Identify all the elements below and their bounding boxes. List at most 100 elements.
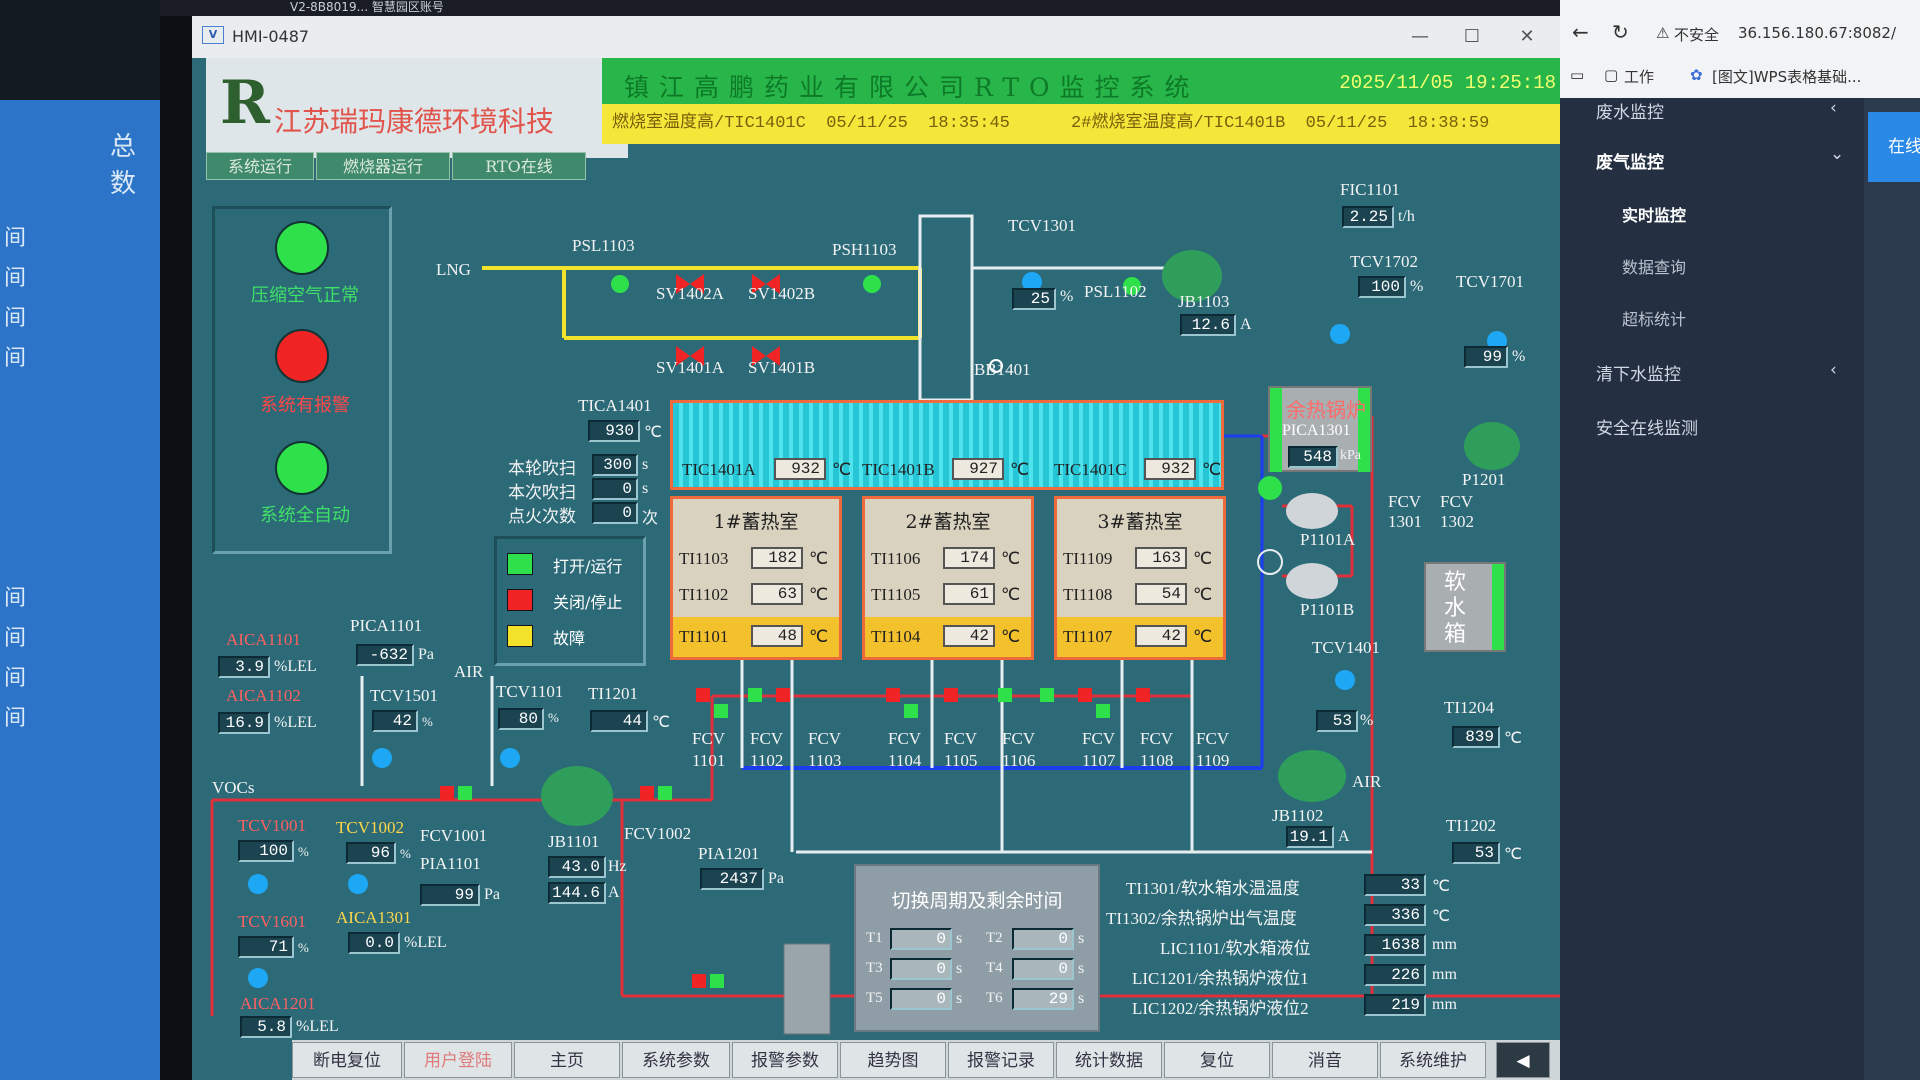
- unit: %: [1410, 278, 1424, 295]
- tag-fcv1302[interactable]: FCV 1302: [1440, 492, 1474, 531]
- tag-p1201[interactable]: P1201: [1462, 470, 1506, 489]
- content-tab-online[interactable]: 在线: [1868, 112, 1920, 182]
- color-legend: 打开/运行 关闭/停止 故障: [494, 536, 646, 666]
- bookmark-wps[interactable]: [图文]WPS表格基础...: [1712, 68, 1862, 86]
- nav-maintenance[interactable]: 系统维护: [1380, 1042, 1486, 1078]
- ti1204-value: 839: [1452, 726, 1500, 748]
- status-tab-system-running[interactable]: 系统运行: [206, 152, 314, 180]
- fcv-label[interactable]: FCV 1108: [1140, 729, 1174, 770]
- tag-tcv1701[interactable]: TCV1701: [1456, 272, 1524, 291]
- status-tab-burner-running[interactable]: 燃烧器运行: [316, 152, 450, 180]
- submenu-realtime[interactable]: 实时监控: [1622, 206, 1687, 225]
- background-app-title: 总数: [110, 132, 137, 199]
- unit: %: [298, 844, 309, 859]
- tcv1501-value: 42: [372, 710, 418, 732]
- fic1101-value: 2.25: [1342, 206, 1394, 228]
- tag-pia1201: PIA1201: [698, 844, 760, 863]
- lamp-label: 系统有报警: [260, 395, 350, 416]
- aica1101-value: 3.9: [218, 656, 270, 678]
- soft-water-tank: 软水箱: [1424, 562, 1506, 652]
- tic1401a-value: 932: [774, 458, 826, 480]
- back-icon[interactable]: ←: [1572, 20, 1589, 44]
- tag-fcv1001[interactable]: FCV1001: [420, 826, 488, 845]
- menu-exhaust-gas[interactable]: 废气监控: [1596, 153, 1664, 173]
- tag-sv1401a[interactable]: SV1401A: [656, 358, 725, 377]
- fcv-label[interactable]: FCV 1104: [888, 729, 922, 770]
- tag-tcv1501[interactable]: TCV1501: [370, 686, 438, 705]
- tic1401b-value: 927: [952, 458, 1004, 480]
- tag-p1101a[interactable]: P1101A: [1300, 530, 1356, 549]
- paw-icon: ✿: [1690, 66, 1703, 84]
- minimize-button[interactable]: —: [1411, 26, 1429, 47]
- tag-fcv1301[interactable]: FCV 1301: [1388, 492, 1422, 531]
- tag-tcv1002[interactable]: TCV1002: [336, 818, 404, 837]
- tag-tcv1601[interactable]: TCV1601: [238, 912, 306, 931]
- datetime-readout: 2025/11/05 19:25:18: [1339, 72, 1556, 94]
- nav-statistics[interactable]: 统计数据: [1056, 1042, 1162, 1078]
- tag-sv1402b[interactable]: SV1402B: [748, 284, 816, 303]
- tag-tcv1001[interactable]: TCV1001: [238, 816, 306, 835]
- tag-sv1402a[interactable]: SV1402A: [656, 284, 725, 303]
- fcv-label[interactable]: FCV 1109: [1196, 729, 1230, 770]
- tag-jb1102[interactable]: JB1102: [1272, 806, 1324, 825]
- tag-jb1103[interactable]: JB1103: [1178, 292, 1230, 311]
- process-piping: [210, 214, 1567, 1035]
- readout-label: LIC1101/软水箱液位: [1160, 939, 1311, 958]
- menu-clean-water[interactable]: 清下水监控: [1596, 365, 1681, 385]
- unit: %LEL: [404, 934, 447, 951]
- tag-fcv1002[interactable]: FCV1002: [624, 824, 692, 843]
- tag-tcv1101[interactable]: TCV1101: [496, 682, 564, 701]
- address-bar[interactable]: 36.156.180.67:8082/: [1738, 24, 1897, 42]
- tank-label: 软水箱: [1444, 570, 1467, 647]
- waste-heat-boiler: 余热锅炉 PICA1301 548 kPa: [1268, 386, 1372, 472]
- unit: %LEL: [274, 714, 317, 731]
- unit: A: [1338, 828, 1350, 845]
- nav-system-params[interactable]: 系统参数: [622, 1042, 730, 1078]
- fcv-label[interactable]: FCV 1105: [944, 729, 978, 770]
- menu-wastewater[interactable]: 废水监控: [1596, 103, 1664, 123]
- fcv-label[interactable]: FCV 1101: [692, 729, 726, 770]
- nav-home[interactable]: 主页: [514, 1042, 620, 1078]
- readout-value: 336: [1364, 904, 1426, 926]
- close-button[interactable]: ✕: [1519, 26, 1535, 47]
- legend-swatch: [507, 553, 533, 575]
- tag-psl1102: PSL1102: [1084, 282, 1147, 301]
- chamber-tag: TI1101: [679, 627, 729, 646]
- tag-tcv1401[interactable]: TCV1401: [1312, 638, 1380, 657]
- fcv-label[interactable]: FCV 1102: [750, 729, 784, 770]
- nav-silence[interactable]: 消音: [1272, 1042, 1378, 1078]
- chamber-tag: TI1106: [871, 549, 921, 568]
- nav-user-login[interactable]: 用户登陆: [404, 1042, 512, 1078]
- nav-alarm-params[interactable]: 报警参数: [732, 1042, 838, 1078]
- chamber-base: TI1101 48 ℃: [673, 617, 839, 657]
- chamber-tag: TI1109: [1063, 549, 1113, 568]
- tag-tcv1301[interactable]: TCV1301: [1008, 216, 1076, 235]
- nav-reset[interactable]: 复位: [1164, 1042, 1270, 1078]
- chamber-value: 42: [1135, 625, 1187, 647]
- chamber-value: 48: [751, 625, 803, 647]
- fcv-label[interactable]: FCV 1106: [1002, 729, 1036, 770]
- tag-sv1401b[interactable]: SV1401B: [748, 358, 816, 377]
- maximize-button[interactable]: ☐: [1463, 26, 1481, 47]
- nav-trend[interactable]: 趋势图: [840, 1042, 946, 1078]
- tag-tcv1702[interactable]: TCV1702: [1350, 252, 1418, 271]
- cycle-key: T1: [866, 930, 883, 946]
- bookmark-work[interactable]: 工作: [1624, 68, 1655, 86]
- nav-power-reset[interactable]: 断电复位: [292, 1042, 402, 1078]
- jb1101-current: 144.6: [548, 882, 606, 904]
- submenu-exceed-stats[interactable]: 超标统计: [1622, 310, 1687, 329]
- menu-safety-online[interactable]: 安全在线监测: [1596, 419, 1698, 439]
- reload-icon[interactable]: ↻: [1612, 20, 1629, 44]
- tcv1002-value: 96: [346, 842, 396, 864]
- tag-p1101b[interactable]: P1101B: [1300, 600, 1355, 619]
- cycle-value: 0: [1012, 928, 1074, 950]
- fcv-label[interactable]: FCV 1103: [808, 729, 842, 770]
- fcv-label[interactable]: FCV 1107: [1082, 729, 1116, 770]
- submenu-data-query[interactable]: 数据查询: [1622, 258, 1687, 277]
- back-arrow-icon[interactable]: ◀: [1496, 1042, 1550, 1078]
- folder-icon: ▢: [1604, 66, 1619, 84]
- status-tab-rto-online[interactable]: RTO在线: [452, 152, 586, 180]
- nav-alarm-log[interactable]: 报警记录: [948, 1042, 1054, 1078]
- tag-jb1101[interactable]: JB1101: [548, 832, 600, 851]
- sidebar-icon[interactable]: ▭: [1570, 66, 1585, 84]
